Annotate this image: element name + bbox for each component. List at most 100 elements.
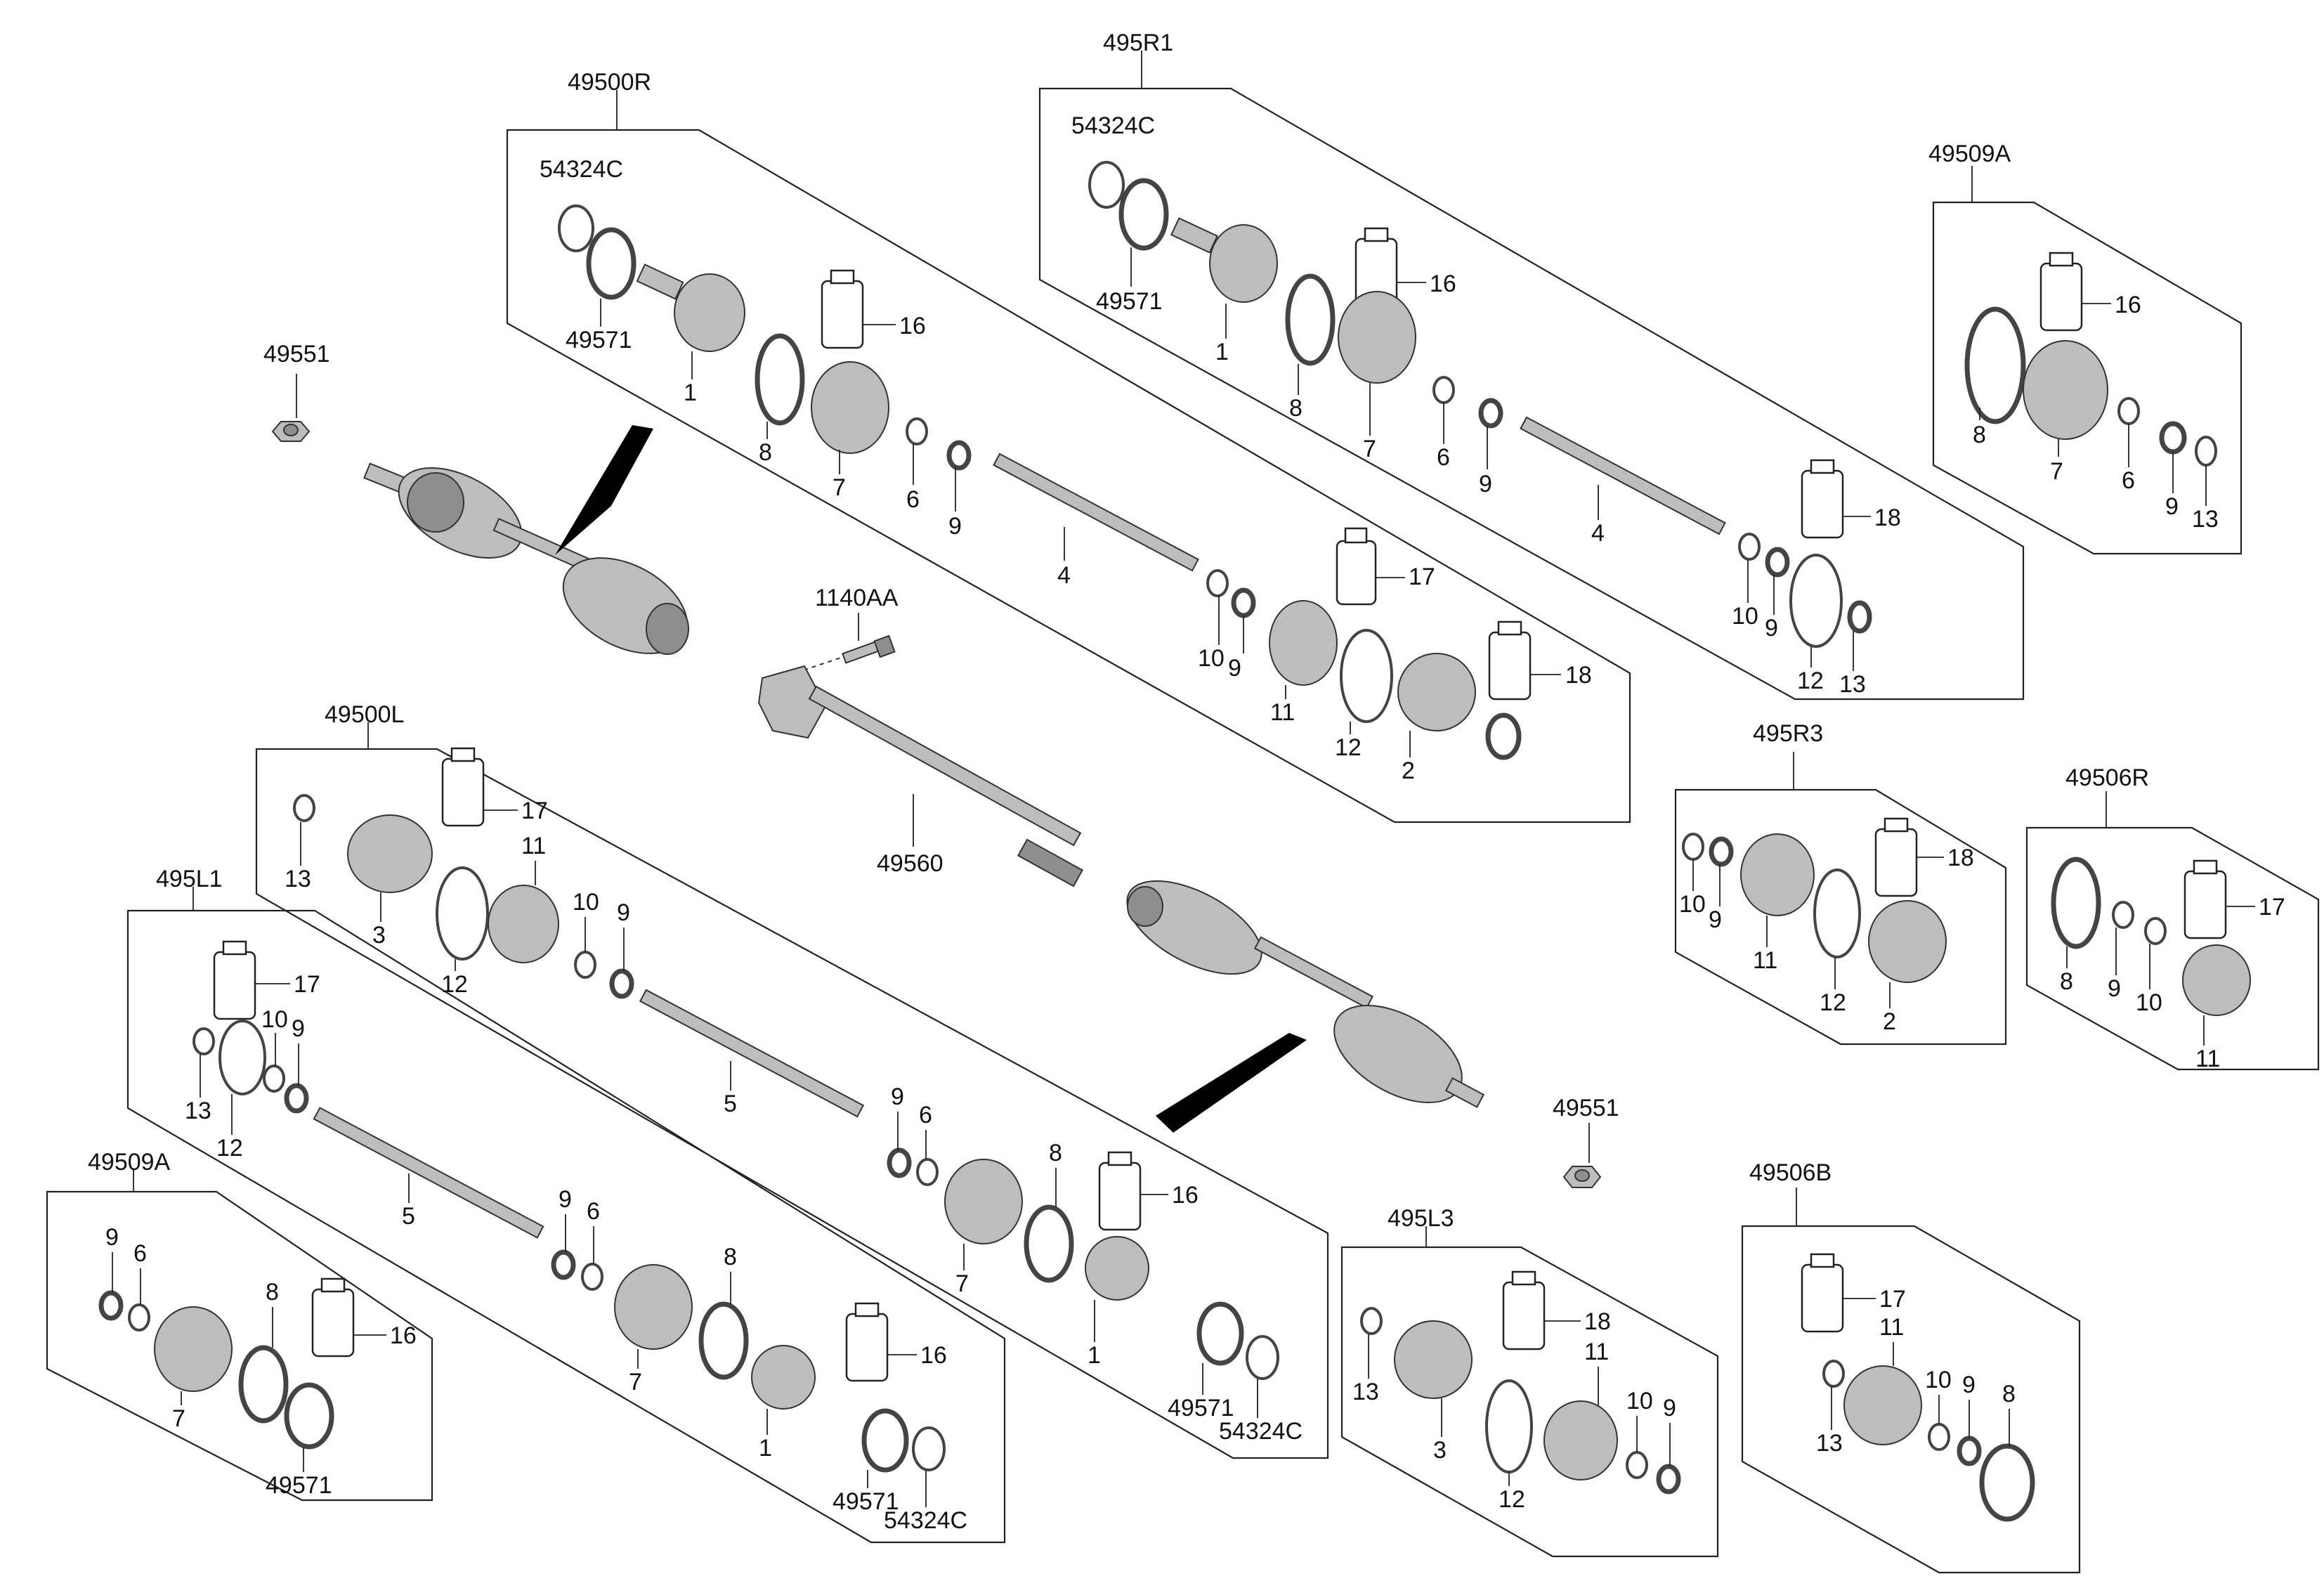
callout: 6 (2122, 467, 2135, 494)
parts-49509A-top (1964, 252, 2217, 467)
callout: 10 (1732, 603, 1758, 630)
callout: 9 (617, 899, 630, 926)
callout: 17 (1409, 564, 1435, 590)
group-label-49506B: 49506B (1749, 1159, 1832, 1186)
callout: 16 (390, 1322, 417, 1349)
callouts-495L3: 18 11 13 10 9 3 12 (1352, 1308, 1676, 1513)
callout: 5 (402, 1203, 415, 1230)
callouts-49509A-bottom: 9 6 8 16 7 49571 (105, 1224, 417, 1499)
callout: 7 (2050, 458, 2063, 485)
parts-49506R (2051, 857, 2251, 1016)
callout: 13 (185, 1098, 211, 1124)
callout: 12 (441, 971, 468, 998)
callout: 3 (1433, 1437, 1447, 1464)
pointer-wedge-bottom (1156, 1033, 1307, 1133)
callout: 49571 (833, 1488, 899, 1515)
callout: 13 (285, 866, 311, 892)
group-49509A-bottom: 49509A (46, 1149, 433, 1502)
assembled-driveshaft-right (363, 462, 689, 655)
group-49509A-top: 49509A (1928, 141, 2243, 555)
nut-49551-top: 49551 (263, 341, 330, 442)
callout: 54324C (1219, 1418, 1303, 1445)
callout: 17 (1879, 1286, 1906, 1313)
callout: 49571 (266, 1472, 332, 1499)
callout: 8 (1289, 395, 1303, 422)
callout: 16 (899, 313, 926, 339)
callout: 2 (1883, 1008, 1896, 1035)
callout: 16 (1430, 271, 1456, 297)
parts-495R3 (1682, 817, 1947, 983)
callouts-49506R: 17 8 9 10 11 (2060, 894, 2285, 1072)
group-495L3: 495L3 (1340, 1205, 1719, 1558)
group-label-49506R: 49506R (2065, 764, 2149, 791)
callout: 8 (724, 1244, 737, 1270)
callout: 9 (1962, 1372, 1976, 1398)
group-495R3: 495R3 (1674, 720, 2007, 1046)
callout: 49571 (1168, 1395, 1234, 1421)
callout: 16 (1172, 1182, 1199, 1209)
callout: 13 (1839, 671, 1866, 698)
parts-495L3 (1360, 1270, 1681, 1495)
callout: 18 (1565, 662, 1592, 689)
group-495R1: 495R1 (1038, 30, 2025, 701)
callout: 10 (1626, 1388, 1653, 1414)
callout: 8 (1049, 1140, 1062, 1166)
callout: 5 (724, 1091, 737, 1117)
group-label-495R3: 495R3 (1753, 720, 1823, 747)
callout: 9 (1765, 615, 1778, 642)
callout: 12 (1820, 989, 1846, 1016)
group-label-49500R: 49500R (568, 69, 651, 96)
callout: 9 (1709, 906, 1722, 933)
intermediate-shaft-49560: 49560 (757, 665, 1084, 887)
callouts-49506B: 17 11 10 9 8 13 (1816, 1286, 2016, 1457)
parts-495R1 (1088, 161, 1872, 648)
label-nut-top: 49551 (263, 341, 330, 367)
callout: 7 (955, 1270, 969, 1297)
callout: 9 (891, 1083, 904, 1110)
callout: 12 (1335, 734, 1362, 761)
callout: 18 (1947, 845, 1974, 871)
callout: 6 (133, 1240, 147, 1267)
callout: 9 (2165, 493, 2179, 520)
callout: 1 (1215, 339, 1229, 365)
callout: 9 (559, 1186, 572, 1213)
parts-49509A-bottom (98, 1277, 355, 1450)
parts-49500R (558, 204, 1532, 760)
callouts-495R1: 54324C 49571 1 16 8 7 6 9 4 18 10 9 12 1… (1071, 112, 1901, 698)
callout: 9 (105, 1224, 119, 1251)
callout: 54324C (1071, 112, 1155, 139)
parts-49506B (1801, 1253, 2035, 1522)
callout: 17 (2259, 894, 2285, 920)
callout: 17 (294, 971, 320, 998)
group-49506R: 49506R (2025, 764, 2320, 1071)
callout: 8 (266, 1279, 279, 1306)
callout: 16 (920, 1342, 947, 1369)
label-nut-bottom: 49551 (1553, 1095, 1619, 1121)
callout: 10 (2136, 989, 2162, 1016)
group-label-495L3: 495L3 (1388, 1205, 1454, 1232)
callout: 49571 (1096, 288, 1163, 315)
callout: 11 (1879, 1314, 1904, 1341)
callout: 9 (1479, 471, 1492, 497)
group-49500R: 49500R (506, 69, 1631, 824)
callout: 11 (521, 833, 546, 859)
callout: 2 (1402, 757, 1415, 784)
label-intermediate-shaft: 49560 (877, 850, 944, 877)
callout: 49571 (566, 327, 632, 353)
callout: 4 (1057, 562, 1071, 589)
callout: 54324C (884, 1507, 967, 1534)
callout: 6 (919, 1102, 932, 1128)
parts-49500L (293, 747, 1279, 1380)
callouts-495R3: 18 10 9 11 12 2 (1679, 845, 1974, 1035)
callout: 7 (833, 474, 846, 501)
callouts-49500R: 54324C 49571 1 8 16 7 6 9 4 10 9 11 17 1… (540, 156, 1592, 784)
group-49500L: 49500L (255, 701, 1329, 1459)
callout: 11 (2195, 1046, 2220, 1072)
callout: 4 (1591, 520, 1605, 547)
callout: 9 (1228, 655, 1241, 682)
callout: 16 (2115, 292, 2141, 318)
callout: 18 (1584, 1308, 1611, 1335)
callout: 3 (372, 922, 386, 949)
callout: 10 (1198, 645, 1225, 672)
